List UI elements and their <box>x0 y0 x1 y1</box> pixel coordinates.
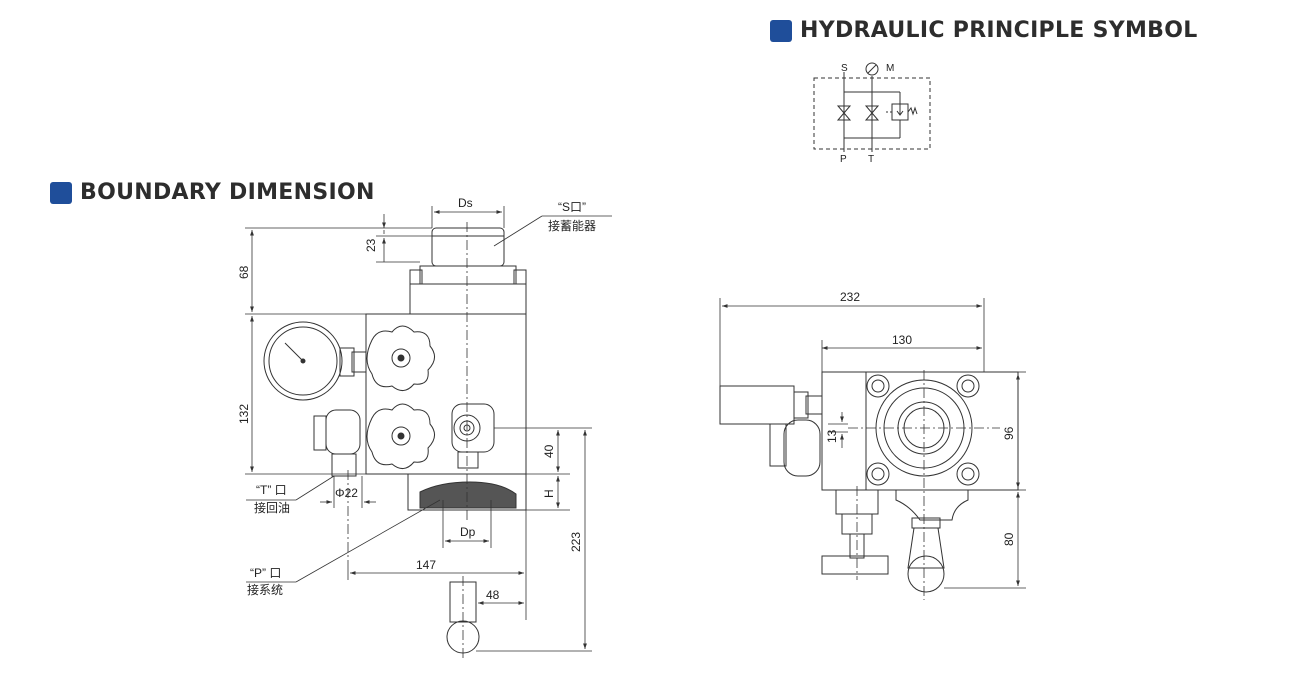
dim-13-label: 13 <box>825 429 839 443</box>
t-port-elbow-top <box>783 419 821 477</box>
port-t-label: T <box>868 154 874 165</box>
top-view-dimensions <box>719 298 1026 600</box>
dim-232-label: 232 <box>840 290 860 304</box>
dim-phi22-label: Φ22 <box>335 486 358 500</box>
top-view-dimension-labels: 232 130 96 80 13 <box>825 290 1016 546</box>
t-port-description: 接回油 <box>254 500 290 515</box>
top-view <box>719 371 1019 593</box>
bolt-hole-icon <box>866 462 890 486</box>
accumulator-port-cap <box>431 227 505 267</box>
gauge-connector <box>339 347 355 377</box>
t-port-elbow <box>325 409 361 455</box>
lower-handwheel-icon <box>366 403 435 469</box>
relief-knob-top <box>907 527 945 569</box>
s-port-description: 接蓄能器 <box>548 218 596 233</box>
dim-223-label: 223 <box>569 532 583 552</box>
pressure-gauge-icon <box>263 321 343 401</box>
p-port-callout: “P” 口 <box>250 566 281 580</box>
dim-132-label: 132 <box>237 404 251 424</box>
s-port-callout: “S口” <box>558 200 586 214</box>
valve-block-top <box>821 371 1019 491</box>
side-view-dimensions <box>245 206 612 652</box>
stop-valve-s-icon <box>836 105 852 121</box>
dim-96-label: 96 <box>1002 426 1016 440</box>
t-port-callout: “T” 口 <box>256 483 287 497</box>
p-port-description: 接系统 <box>247 582 283 597</box>
gauge-symbol-icon <box>865 62 879 76</box>
heading-square-icon <box>770 19 792 42</box>
relief-handle-icon <box>907 555 945 593</box>
boundary-heading-title: BOUNDARY DIMENSION <box>80 180 375 205</box>
gauge-extension <box>719 385 795 425</box>
symbol-labels: S M P T <box>840 63 894 165</box>
bolt-hole-icon <box>956 462 980 486</box>
hydraulic-symbol <box>813 62 931 152</box>
handwheel-top-icon <box>821 555 889 575</box>
stop-valve-t-icon <box>864 105 880 121</box>
dim-ds-label: Ds <box>458 196 473 210</box>
bolt-hole-icon <box>956 374 980 398</box>
symbol-heading: HYDRAULIC PRINCIPLE SYMBOL <box>770 18 1198 43</box>
dim-dp-label: Dp <box>460 525 476 539</box>
upper-handwheel-icon <box>366 325 435 391</box>
base-port-cover <box>419 481 517 509</box>
dim-68-label: 68 <box>237 265 251 279</box>
flange <box>419 265 517 285</box>
symbol-heading-title: HYDRAULIC PRINCIPLE SYMBOL <box>800 18 1198 43</box>
port-m-label: M <box>886 63 894 74</box>
dim-48-label: 48 <box>486 588 500 602</box>
port-s-label: S <box>841 63 848 74</box>
heading-square-icon <box>50 181 72 204</box>
t-port-nut <box>313 415 327 451</box>
boundary-heading: BOUNDARY DIMENSION <box>50 180 375 205</box>
side-view <box>263 222 527 660</box>
side-view-dimension-labels: Ds 23 68 132 40 H 223 Dp Φ22 147 48 “S口”… <box>237 196 596 602</box>
dim-40-label: 40 <box>542 444 556 458</box>
t-port-nut-top <box>769 423 787 467</box>
port-p-label: P <box>840 154 847 165</box>
dim-h-label: H <box>542 489 556 498</box>
dim-23-label: 23 <box>364 238 378 252</box>
relief-valve-body <box>451 403 495 453</box>
valve-block <box>365 313 527 475</box>
dim-80-label: 80 <box>1002 532 1016 546</box>
dim-130-label: 130 <box>892 333 912 347</box>
dim-147-label: 147 <box>416 558 436 572</box>
bolt-hole-icon <box>866 374 890 398</box>
upper-body <box>409 283 527 315</box>
